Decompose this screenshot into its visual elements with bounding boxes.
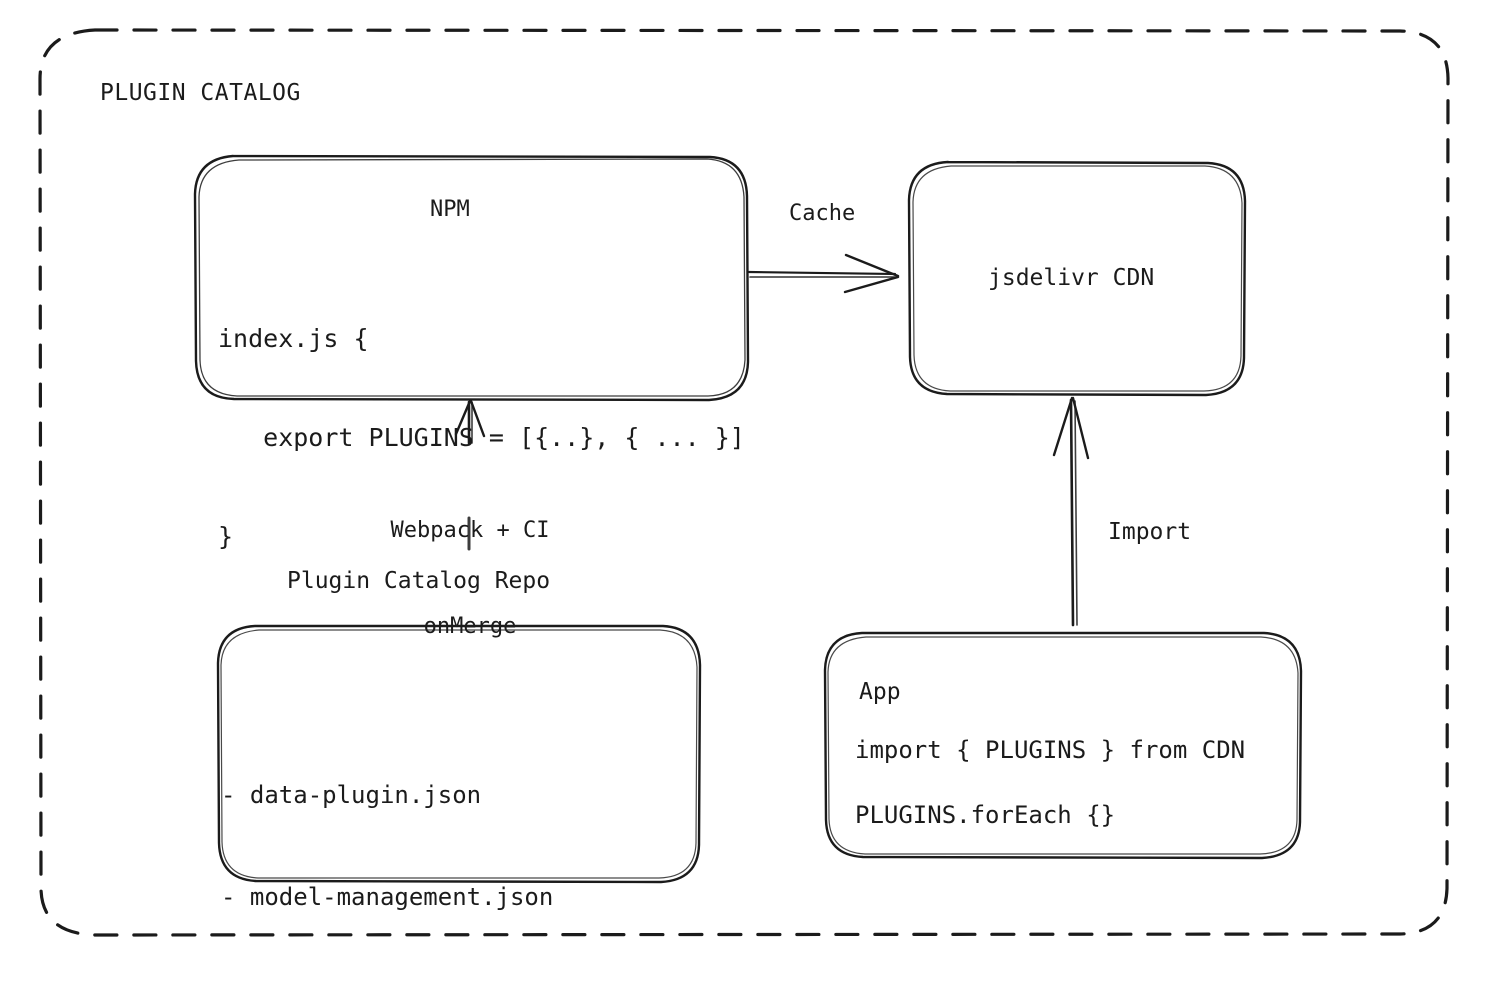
webpack-ci-edge-label-line-1: Webpack + CI bbox=[390, 518, 550, 543]
webpack-ci-edge-label: Webpack + CI onMerge bbox=[374, 451, 566, 707]
repo-list-item: - model-management.json bbox=[221, 883, 554, 911]
app-code-line-2: PLUGINS.forEach {} bbox=[855, 801, 1116, 829]
npm-code-block: index.js { export PLUGINS = [{..}, { ...… bbox=[218, 256, 745, 619]
npm-code-line-3: } bbox=[218, 522, 234, 551]
import-edge-label: Import bbox=[1108, 519, 1192, 545]
repo-node-label: Plugin Catalog Repo bbox=[287, 568, 551, 594]
npm-node-title: NPM bbox=[430, 197, 470, 222]
webpack-ci-edge-label-line-2: onMerge bbox=[423, 614, 517, 639]
npm-code-line-2: export PLUGINS = [{..}, { ... }] bbox=[218, 423, 745, 452]
app-node-title: App bbox=[859, 679, 901, 705]
repo-list-item: ... bbox=[221, 985, 265, 1002]
cache-arrow bbox=[747, 253, 900, 294]
cdn-node-title: jsdelivr CDN bbox=[988, 265, 1155, 291]
npm-code-line-1: index.js { bbox=[218, 324, 369, 353]
repo-list-item: - data-plugin.json bbox=[221, 781, 482, 809]
cache-edge-label: Cache bbox=[789, 201, 856, 226]
page-title: PLUGIN CATALOG bbox=[100, 80, 301, 106]
repo-file-list: - data-plugin.json - model-management.js… bbox=[221, 710, 553, 1002]
import-arrow bbox=[1052, 396, 1090, 627]
app-code-line-1: import { PLUGINS } from CDN bbox=[855, 736, 1246, 764]
